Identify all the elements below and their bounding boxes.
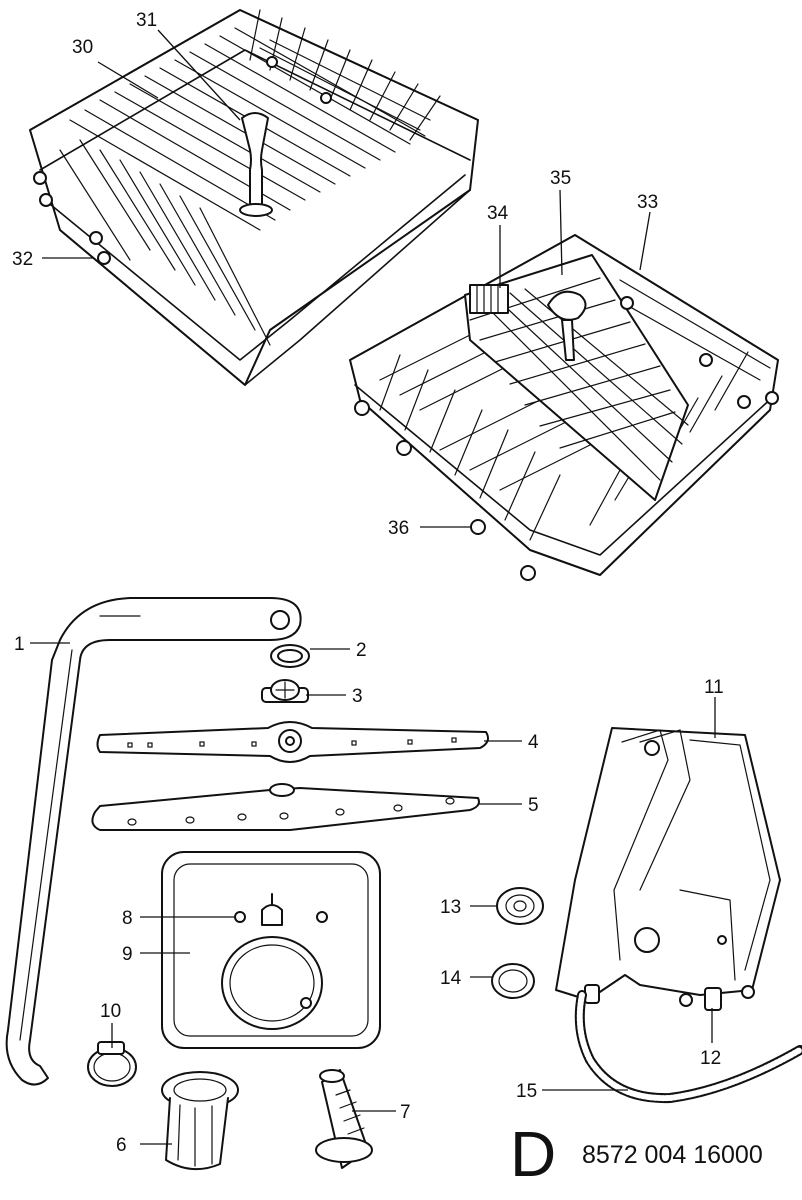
lower-spray-arm bbox=[91, 783, 480, 831]
part-labels: 30 31 32 33 35 34 36 1 2 3 4 5 8 9 10 6 … bbox=[12, 10, 724, 1156]
seal-ring bbox=[270, 644, 310, 668]
impeller-seal bbox=[496, 887, 544, 925]
lower-basket-wheels bbox=[354, 296, 779, 581]
upper-basket bbox=[29, 9, 479, 386]
gasket-ring bbox=[491, 963, 535, 999]
upper-basket-tines bbox=[59, 9, 441, 346]
upper-spray-arm bbox=[96, 721, 489, 763]
label-4: 4 bbox=[528, 732, 539, 753]
sump-housing bbox=[555, 727, 781, 1011]
cutlery-basket bbox=[464, 254, 689, 501]
label-34: 34 bbox=[487, 203, 509, 224]
label-10: 10 bbox=[100, 1001, 121, 1022]
label-6: 6 bbox=[116, 1135, 127, 1156]
label-12: 12 bbox=[700, 1048, 721, 1069]
label-3: 3 bbox=[352, 686, 363, 707]
label-1: 1 bbox=[14, 634, 25, 655]
label-7: 7 bbox=[400, 1102, 411, 1123]
label-13: 13 bbox=[440, 897, 461, 918]
label-31: 31 bbox=[136, 10, 157, 31]
spray-arm-bearing bbox=[261, 679, 309, 703]
page-letter: D bbox=[510, 1118, 557, 1190]
upper-basket-spray-holder bbox=[239, 112, 273, 217]
sump-cover-plate bbox=[161, 851, 381, 1049]
document-code: 8572 004 16000 bbox=[582, 1141, 763, 1169]
label-9: 9 bbox=[122, 944, 133, 965]
leader-lines bbox=[30, 29, 716, 1145]
label-5: 5 bbox=[528, 795, 539, 816]
hose-clamp bbox=[87, 1041, 137, 1087]
spray-pipe bbox=[5, 597, 302, 1086]
label-2: 2 bbox=[356, 640, 367, 661]
upper-basket-wheels bbox=[33, 56, 332, 265]
label-14: 14 bbox=[440, 968, 462, 989]
label-8: 8 bbox=[122, 908, 133, 929]
label-36: 36 bbox=[388, 518, 409, 539]
label-33: 33 bbox=[637, 192, 658, 213]
label-32: 32 bbox=[12, 249, 33, 270]
label-35: 35 bbox=[550, 168, 571, 189]
label-15: 15 bbox=[516, 1081, 537, 1102]
fine-filter bbox=[315, 1069, 373, 1169]
coarse-filter bbox=[161, 1071, 239, 1171]
label-30: 30 bbox=[72, 37, 93, 58]
lower-basket bbox=[349, 234, 779, 581]
label-11: 11 bbox=[704, 677, 724, 698]
drain-hose bbox=[574, 990, 802, 1104]
